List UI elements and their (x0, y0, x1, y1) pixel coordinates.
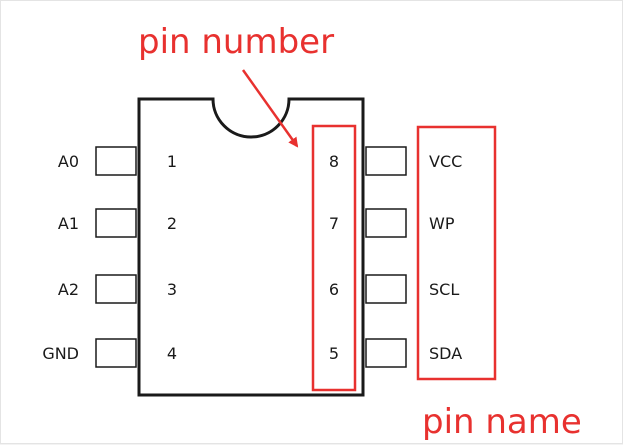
pin-lead (365, 146, 407, 176)
pin-name-label: VCC (429, 152, 462, 171)
pin-1: A0 1 (58, 146, 177, 176)
pin-2: A1 2 (58, 208, 177, 238)
pin-name-label: SCL (429, 280, 459, 299)
pin-lead (365, 208, 407, 238)
pin-6: 6 SCL (329, 274, 459, 304)
pin-name-annotation: pin name (422, 402, 582, 442)
pin-number-label: 4 (167, 344, 177, 363)
pin-number-label: 5 (329, 344, 339, 363)
pin-lead (95, 208, 137, 238)
pin-name-label: SDA (429, 344, 462, 363)
pin-name-label: GND (42, 344, 79, 363)
pin-name-label: A1 (58, 214, 79, 233)
right-pins-group: 8 VCC 7 WP 6 SCL 5 SDA (329, 146, 462, 368)
pin-lead (95, 146, 137, 176)
pin-5: 5 SDA (329, 338, 462, 368)
pin-4: GND 4 (42, 338, 177, 368)
pin-number-label: 2 (167, 214, 177, 233)
pin-name-highlight-box (416, 125, 497, 381)
pin-lead (365, 274, 407, 304)
pin-number-label: 7 (329, 214, 339, 233)
chip-body (137, 97, 365, 397)
pin-number-annotation: pin number (138, 22, 334, 62)
pin-name-label: A0 (58, 152, 79, 171)
pin-lead (95, 274, 137, 304)
pin-8: 8 VCC (329, 146, 462, 176)
pin-3: A2 3 (58, 274, 177, 304)
annotation-arrow (241, 69, 299, 148)
pin-lead (365, 338, 407, 368)
pin-number-label: 6 (329, 280, 339, 299)
pin-number-label: 1 (167, 152, 177, 171)
pin-number-highlight-box (311, 124, 357, 392)
pin-name-label: A2 (58, 280, 79, 299)
pin-lead (95, 338, 137, 368)
pin-7: 7 WP (329, 208, 455, 238)
pin-number-label: 3 (167, 280, 177, 299)
pin-name-label: WP (429, 214, 455, 233)
pin-number-label: 8 (329, 152, 339, 171)
